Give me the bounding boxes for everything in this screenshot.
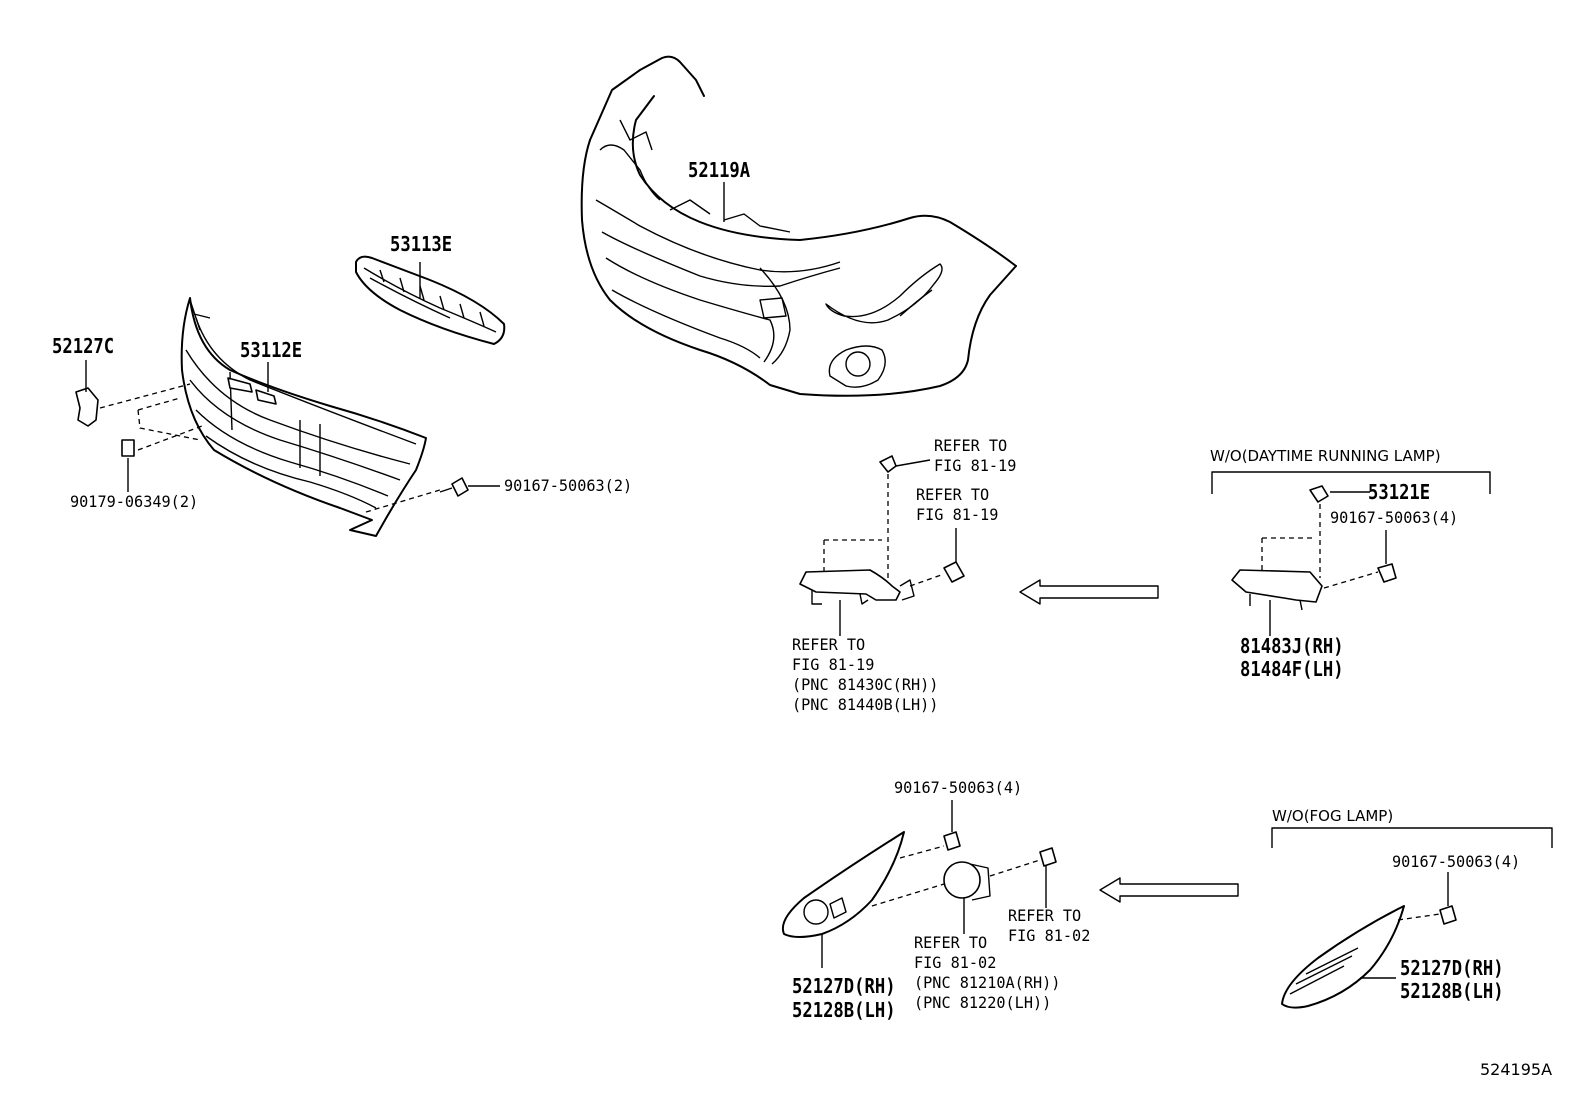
ref-fog-bolt-2: FIG 81-02 (1008, 926, 1091, 945)
ref-drl-lamp-2: FIG 81-19 (792, 655, 875, 674)
ref-drl-bolt-1: REFER TO (916, 485, 990, 504)
lower-grille-drawing (180, 297, 427, 537)
arrow-drl (1019, 579, 1159, 605)
label-53121e: 53121E (1368, 480, 1431, 504)
ref-fog-lamp-1: REFER TO (914, 933, 988, 952)
ref-drl-top-2: FIG 81-19 (934, 456, 1017, 475)
label-52119a: 52119A (688, 158, 751, 182)
label-90167-grille: 90167-50063(2) (504, 476, 633, 495)
diagram-id: 524195A (1480, 1060, 1553, 1079)
label-52128b-main: 52128B(LH) (792, 998, 896, 1022)
label-52127d-main: 52127D(RH) (792, 974, 896, 998)
ref-drl-bolt-2: FIG 81-19 (916, 505, 999, 524)
ref-fog-lamp-2: FIG 81-02 (914, 953, 997, 972)
section-wo-fog: W/O(FOG LAMP) (1272, 807, 1394, 825)
drl-lamp-drawing (799, 455, 965, 605)
ref-fog-bolt-1: REFER TO (1008, 906, 1082, 925)
label-52127d-wofog: 52127D(RH) (1400, 956, 1504, 980)
label-53112e: 53112E (240, 338, 303, 362)
ref-fog-lamp-4: (PNC 81220(LH)) (914, 993, 1052, 1012)
wofog-cover-drawing (1281, 905, 1457, 1009)
bumper-cover-drawing (580, 55, 1017, 397)
label-52128b-wofog: 52128B(LH) (1400, 979, 1504, 1003)
ref-drl-lamp-3: (PNC 81430C(RH)) (792, 675, 939, 694)
label-90167-fog: 90167-50063(4) (894, 778, 1023, 797)
bolt-grille-drawing (439, 477, 469, 497)
fog-cover-drawing (782, 831, 961, 938)
label-90167-wofog: 90167-50063(4) (1392, 852, 1521, 871)
nut-90179-drawing (121, 439, 135, 457)
ref-drl-lamp-4: (PNC 81440B(LH)) (792, 695, 939, 714)
upper-grille-drawing (355, 255, 506, 345)
label-81483j: 81483J(RH) (1240, 634, 1344, 658)
arrow-fog (1099, 877, 1239, 903)
ref-fog-lamp-3: (PNC 81210A(RH)) (914, 973, 1061, 992)
drl-cover-drawing (1231, 485, 1397, 611)
label-52127c: 52127C (52, 334, 115, 358)
ref-drl-top-1: REFER TO (934, 436, 1008, 455)
ref-drl-lamp-1: REFER TO (792, 635, 866, 654)
bracket-52127c-drawing (75, 387, 99, 427)
label-53113e: 53113E (390, 232, 453, 256)
label-90167-drl: 90167-50063(4) (1330, 508, 1459, 527)
fog-lamp-drawing (943, 847, 1057, 901)
section-wo-drl: W/O(DAYTIME RUNNING LAMP) (1210, 447, 1441, 465)
label-90179-06349: 90179-06349(2) (70, 492, 199, 511)
label-81484f: 81484F(LH) (1240, 657, 1344, 681)
